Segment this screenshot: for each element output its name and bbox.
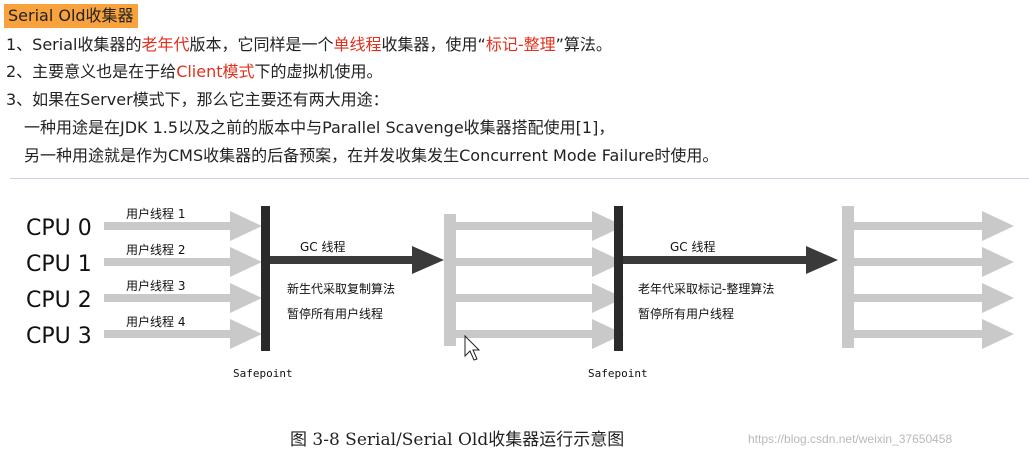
note-line-2: 2、主要意义也是在于给Client模式下的虚拟机使用。 bbox=[6, 62, 383, 81]
safepoint-label-1: Safepoint bbox=[233, 367, 293, 380]
user-thread-label-4: 用户线程 4 bbox=[126, 314, 185, 329]
note-line-4: 一种用途是在JDK 1.5以及之前的版本中与Parallel Scavenge收… bbox=[24, 118, 615, 137]
note-title: Serial Old收集器 bbox=[4, 4, 138, 28]
thread-arrow bbox=[104, 319, 262, 349]
figure-frame bbox=[10, 178, 1029, 457]
note-line-5: 另一种用途就是作为CMS收集器的后备预案，在并发收集发生Concurrent M… bbox=[24, 146, 719, 165]
thread-arrow bbox=[842, 319, 1014, 349]
user-thread-label-1: 用户线程 1 bbox=[126, 206, 185, 221]
user-thread-label-2: 用户线程 2 bbox=[126, 242, 185, 257]
note-line-1: 1、Serial收集器的老年代版本，它同样是一个单线程收集器，使用“标记-整理”… bbox=[6, 35, 612, 54]
thread-arrows-phase-3 bbox=[842, 206, 1014, 349]
gc-arrow-1 bbox=[270, 246, 444, 274]
gc-desc-2b: 暂停所有用户线程 bbox=[638, 306, 734, 321]
safepoint-bar-1 bbox=[261, 206, 270, 351]
thread-arrow bbox=[104, 283, 262, 313]
highlight-old-gen: 老年代 bbox=[141, 35, 190, 54]
note-line-3: 3、如果在Server模式下，那么它主要还有两大用途： bbox=[6, 90, 389, 109]
gc-desc-1b: 暂停所有用户线程 bbox=[287, 306, 383, 321]
gc-desc-1a: 新生代采取复制算法 bbox=[287, 281, 395, 296]
gc-arrow-2 bbox=[623, 246, 838, 274]
thread-arrow bbox=[842, 247, 1014, 277]
gc-desc-2a: 老年代采取标记-整理算法 bbox=[638, 281, 774, 296]
thread-arrow bbox=[444, 211, 624, 241]
thread-arrow bbox=[444, 319, 624, 349]
thread-arrows-phase-2 bbox=[444, 211, 624, 349]
thread-arrow bbox=[444, 283, 624, 313]
safepoint-bar-2 bbox=[614, 206, 623, 351]
cpu-label-3: CPU 3 bbox=[26, 324, 92, 349]
highlight-client-mode: Client模式 bbox=[176, 62, 255, 81]
thread-arrow bbox=[842, 211, 1014, 241]
gc-thread-label-1: GC 线程 bbox=[300, 239, 346, 254]
cpu-label-1: CPU 1 bbox=[26, 252, 92, 277]
highlight-mark-compact: 标记-整理 bbox=[485, 35, 556, 54]
safepoint-label-2: Safepoint bbox=[588, 367, 648, 380]
highlight-single-thread: 单线程 bbox=[333, 35, 382, 54]
watermark: https://blog.csdn.net/weixin_37650458 bbox=[748, 432, 952, 446]
thread-arrow bbox=[444, 247, 624, 277]
user-thread-label-3: 用户线程 3 bbox=[126, 278, 185, 293]
figure-caption: 图 3-8 Serial/Serial Old收集器运行示意图 bbox=[290, 430, 624, 450]
gc-thread-label-2: GC 线程 bbox=[670, 239, 716, 254]
cpu-label-2: CPU 2 bbox=[26, 288, 92, 313]
thread-arrow bbox=[842, 283, 1014, 313]
thread-arrows-phase-1 bbox=[104, 211, 262, 349]
cpu-label-0: CPU 0 bbox=[26, 216, 92, 241]
note-text: Serial Old收集器 1、Serial收集器的老年代版本，它同样是一个单线… bbox=[0, 0, 1029, 175]
thread-arrow bbox=[104, 211, 262, 241]
thread-arrow bbox=[104, 247, 262, 277]
mouse-cursor-icon bbox=[464, 334, 481, 361]
